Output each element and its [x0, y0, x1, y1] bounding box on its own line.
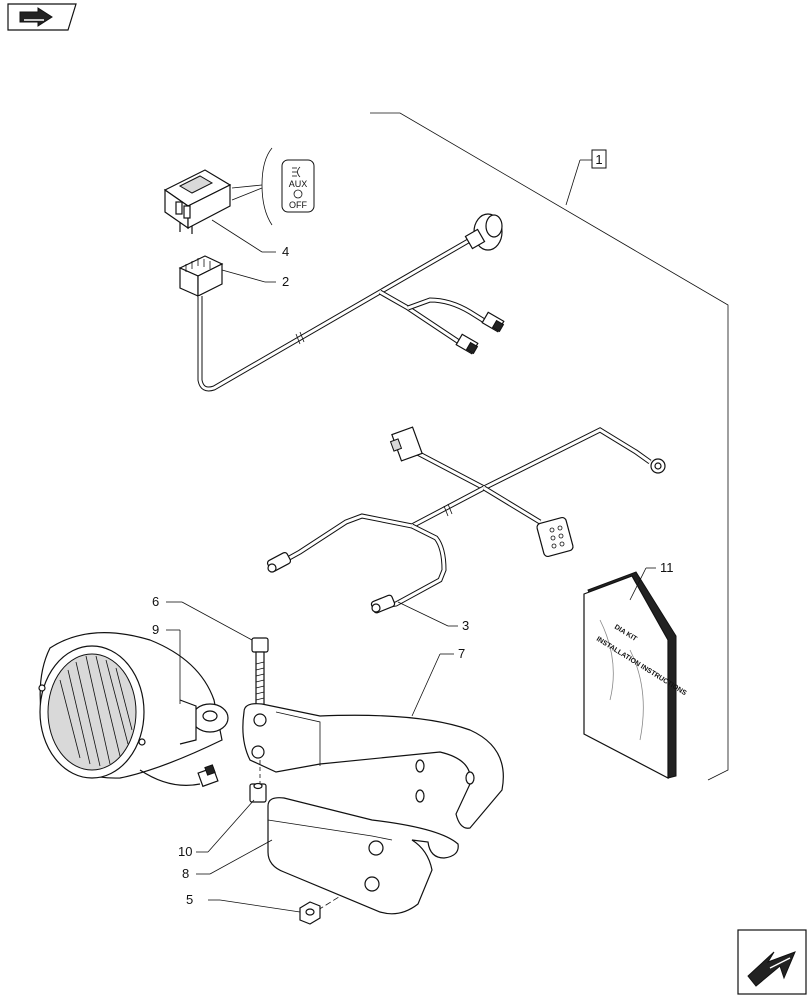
nav-back-button[interactable]: [737, 929, 807, 995]
callout-harness-label: 3: [462, 618, 469, 633]
bolt: [251, 637, 269, 709]
callout-nut-label: 5: [186, 892, 193, 907]
bracket-lower: [267, 797, 459, 915]
callout-lamp-label: 9: [152, 622, 159, 637]
callout-spacer-label: 10: [178, 844, 192, 859]
callout-bolt[interactable]: 6: [152, 594, 253, 641]
back-arrow-icon: [747, 951, 796, 987]
callout-kit-label: 1: [595, 152, 602, 167]
callout-bolt-label: 6: [152, 594, 159, 609]
nut: [299, 901, 321, 925]
instruction-booklet: DIA KIT INSTALLATION INSTRUCTIONS: [583, 571, 688, 779]
callout-spacer[interactable]: 10: [178, 799, 255, 859]
switch-harness: [197, 213, 505, 392]
nav-forward-button[interactable]: [7, 3, 77, 31]
kit-bracket: [370, 112, 729, 781]
callout-lamp[interactable]: 9: [152, 622, 181, 704]
lamp-harness: [266, 426, 666, 614]
callout-switch-label: 4: [282, 244, 289, 259]
forward-arrow-icon: [19, 7, 53, 27]
work-lamp: [38, 632, 229, 788]
callout-manual[interactable]: 11: [629, 560, 674, 601]
spacer: [249, 782, 267, 803]
callout-bracket-lower-label: 8: [182, 866, 189, 881]
switch-off-label: OFF: [289, 200, 307, 210]
callout-nut[interactable]: 5: [186, 892, 301, 913]
switch-aux-label: AUX: [289, 179, 308, 189]
callout-bracket-lower[interactable]: 8: [182, 839, 273, 881]
rocker-switch: [163, 169, 232, 234]
callout-switch[interactable]: 4: [211, 219, 289, 259]
bracket-upper: [242, 703, 504, 829]
callout-connector-label: 2: [282, 274, 289, 289]
callout-manual-label: 11: [660, 560, 674, 575]
callout-kit[interactable]: 1: [565, 149, 607, 206]
switch-symbol-panel: AUX OFF: [231, 147, 315, 226]
callout-bracket-upper[interactable]: 7: [411, 646, 465, 717]
callout-bracket-upper-label: 7: [458, 646, 465, 661]
callout-harness[interactable]: 3: [397, 601, 469, 633]
work-light-icon: [292, 166, 301, 178]
harness-connector: [178, 255, 224, 297]
callout-connector[interactable]: 2: [221, 269, 289, 289]
